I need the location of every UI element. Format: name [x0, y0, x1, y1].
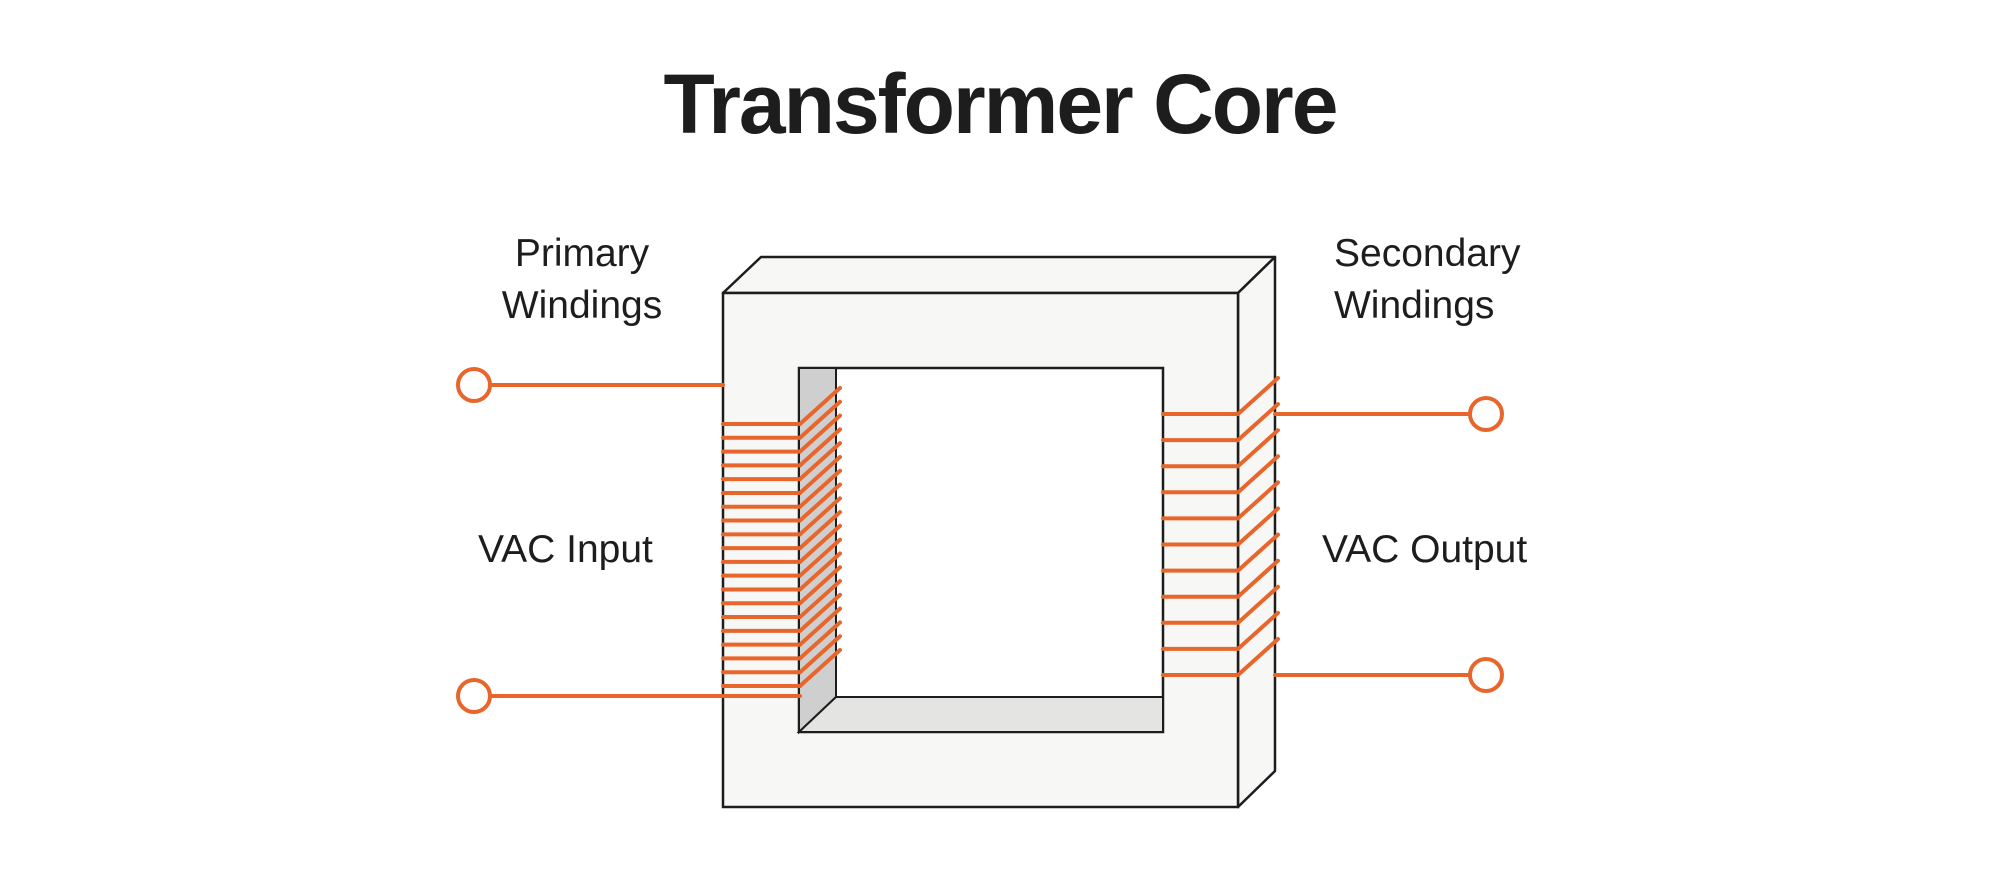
secondary-winding-wrap — [1236, 376, 1280, 416]
primary-winding-wrap — [798, 482, 842, 523]
primary-winding-wrap — [798, 427, 842, 468]
secondary-winding-wrap — [1236, 532, 1280, 573]
core-right-face — [1236, 255, 1277, 809]
primary-windings-label: Primary Windings — [492, 228, 672, 332]
secondary-winding-wrap — [1236, 402, 1280, 443]
primary-winding-wrap — [798, 413, 842, 454]
transformer-core — [721, 255, 1277, 809]
primary-winding-wrap — [798, 386, 842, 426]
diagram-title: Transformer Core — [663, 57, 1339, 151]
primary-windings-label-line2: Windings — [501, 284, 663, 327]
secondary-winding-wrap — [1236, 454, 1280, 495]
primary-winding-wrap — [798, 648, 842, 688]
primary-winding-wrap — [798, 634, 842, 675]
secondary-windings-label-line2: Windings — [1334, 284, 1495, 327]
primary-winding-wrap — [798, 441, 842, 482]
primary-winding-wrap — [798, 523, 842, 564]
secondary-winding-wrap — [1236, 428, 1280, 469]
secondary-winding-wrap — [1236, 558, 1280, 599]
primary-winding-wrap — [798, 551, 842, 592]
windings-group — [721, 376, 1280, 688]
primary-winding-wrap — [798, 565, 842, 606]
input-terminal-bottom — [456, 678, 492, 714]
primary-winding-wrap — [798, 468, 842, 509]
secondary-winding-wrap — [1236, 506, 1280, 547]
vac-output-label: VAC Output — [1322, 528, 1528, 571]
primary-winding-wrap — [798, 620, 842, 661]
primary-winding-wrap — [798, 579, 842, 620]
secondary-windings-label: Secondary Windings — [1334, 228, 1520, 332]
primary-windings-label-line1: Primary — [514, 232, 650, 275]
terminals-group — [456, 367, 1504, 714]
secondary-winding-wrap — [1236, 584, 1280, 625]
primary-winding-wrap — [798, 537, 842, 578]
primary-winding-wrap — [798, 399, 842, 440]
primary-winding-wrap — [798, 510, 842, 551]
core-window — [797, 366, 1165, 734]
secondary-winding-wrap — [1236, 610, 1280, 651]
primary-winding-wrap — [798, 606, 842, 647]
output-terminal-top — [1468, 396, 1504, 432]
output-terminal-bottom — [1468, 657, 1504, 693]
secondary-winding-wrap — [1236, 480, 1280, 521]
vac-input-label: VAC Input — [478, 528, 653, 571]
core-top-face — [721, 255, 1277, 295]
core-window-bottom-depth — [796, 696, 1164, 733]
secondary-winding-wrap — [1236, 637, 1280, 677]
input-terminal-top — [456, 367, 492, 403]
primary-winding-wrap — [798, 592, 842, 633]
primary-winding-wrap — [798, 496, 842, 537]
primary-winding-wrap — [798, 454, 842, 495]
secondary-windings-label-line1: Secondary — [1334, 232, 1521, 275]
